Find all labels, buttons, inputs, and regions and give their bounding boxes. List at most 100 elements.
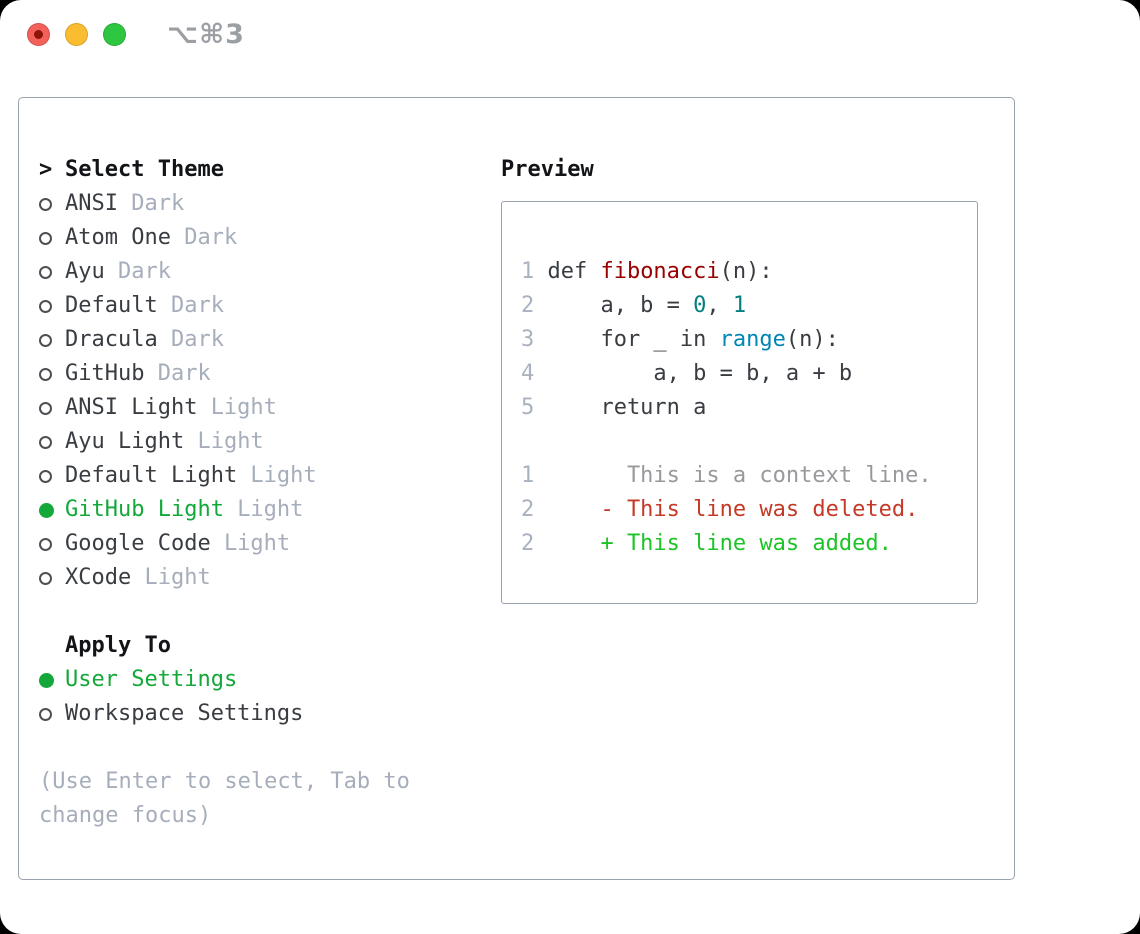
option-label: Default Light [65, 463, 238, 488]
code-token: return a [547, 395, 707, 420]
radio-selected-icon [39, 502, 54, 518]
radio-icon [39, 367, 52, 381]
theme-option-github-light[interactable]: GitHub Light Light [39, 493, 483, 527]
radio-icon [39, 435, 52, 449]
theme-variant-label: Dark [131, 191, 185, 216]
radio-icon [39, 231, 52, 245]
apply-option-user-settings[interactable]: User Settings [39, 663, 483, 697]
minimize-button[interactable] [65, 23, 88, 46]
radio-selected-icon [39, 672, 54, 688]
theme-option-atom-one[interactable]: Atom One Dark [39, 221, 483, 255]
titlebar: ⌥⌘3 [0, 0, 1140, 68]
radio-icon [39, 197, 52, 211]
option-label: User Settings [65, 667, 238, 692]
theme-variant-label: Light [144, 565, 211, 590]
apply-option-workspace-settings[interactable]: Workspace Settings [39, 697, 483, 731]
radio-icon [39, 265, 52, 279]
theme-option-xcode[interactable]: XCode Light [39, 561, 483, 595]
theme-option-google-code[interactable]: Google Code Light [39, 527, 483, 561]
option-label: GitHub Light [65, 497, 224, 522]
radio-marker-col [39, 672, 65, 688]
select-theme-title: Select Theme [65, 157, 224, 182]
option-label: ANSI Light [65, 395, 198, 420]
theme-option-ansi-light[interactable]: ANSI Light Light [39, 391, 483, 425]
option-label: Ayu [65, 259, 105, 284]
hint-line-2: change focus) [39, 803, 212, 828]
code-token: 1 [732, 293, 747, 318]
code-line: 2 - This line was deleted. [521, 493, 977, 527]
close-button[interactable] [27, 23, 50, 46]
code-token: def [547, 259, 601, 284]
option-label: Dracula [65, 327, 158, 352]
select-theme-header: > Select Theme [39, 153, 483, 187]
radio-marker-col [39, 502, 65, 518]
theme-variant-label: Light [197, 429, 264, 454]
option-label: Google Code [65, 531, 211, 556]
option-label: XCode [65, 565, 132, 590]
line-number: 2 [521, 293, 535, 318]
theme-variant-label: Light [223, 531, 291, 556]
line-number: 2 [521, 497, 535, 522]
hint-text: (Use Enter to select, Tab to change focu… [39, 765, 483, 833]
code-token: range [719, 327, 786, 352]
theme-variant-label: Light [237, 497, 304, 522]
code-token: a, b = [547, 293, 694, 318]
radio-marker-col [39, 367, 65, 381]
code-line: 2 + This line was added. [521, 527, 977, 561]
zoom-button[interactable] [103, 23, 126, 46]
radio-marker-col [39, 707, 65, 721]
prompt-icon: > [39, 157, 53, 182]
code-token: - This line was deleted. [547, 497, 919, 522]
code-line: 2 a, b = 0, 1 [521, 289, 977, 323]
option-label: Ayu Light [65, 429, 185, 454]
radio-icon [39, 537, 52, 551]
theme-variant-label: Dark [184, 225, 238, 250]
option-label: GitHub [65, 361, 145, 386]
radio-icon [39, 469, 52, 483]
radio-icon [39, 299, 52, 313]
code-token: This is a context line. [547, 463, 932, 488]
radio-marker-col [39, 265, 65, 279]
line-number: 1 [521, 463, 535, 488]
code-token: a, b = b, a + b [547, 361, 853, 386]
radio-marker-col [39, 537, 65, 551]
theme-option-ayu[interactable]: Ayu Dark [39, 255, 483, 289]
line-number: 1 [521, 259, 535, 284]
radio-marker-col [39, 299, 65, 313]
code-line: 4 a, b = b, a + b [521, 357, 977, 391]
apply-to-header: Apply To [39, 629, 483, 663]
code-token: + This line was added. [547, 531, 892, 556]
theme-option-ansi[interactable]: ANSI Dark [39, 187, 483, 221]
theme-variant-label: Light [250, 463, 317, 488]
option-label: Workspace Settings [65, 701, 304, 726]
line-number: 3 [521, 327, 535, 352]
code-token: (n): [719, 259, 773, 284]
radio-marker-col [39, 197, 65, 211]
theme-variant-label: Light [210, 395, 277, 420]
option-label: Default [65, 293, 158, 318]
line-number: 5 [521, 395, 535, 420]
option-label: ANSI [65, 191, 118, 216]
line-number: 2 [521, 531, 535, 556]
apply-to-title: Apply To [65, 633, 171, 658]
theme-option-default-light[interactable]: Default Light Light [39, 459, 483, 493]
code-line: 1 This is a context line. [521, 459, 977, 493]
theme-option-dracula[interactable]: Dracula Dark [39, 323, 483, 357]
code-line: 3 for _ in range(n): [521, 323, 977, 357]
theme-variant-label: Dark [117, 259, 171, 284]
theme-option-ayu-light[interactable]: Ayu Light Light [39, 425, 483, 459]
option-label: Atom One [65, 225, 171, 250]
radio-icon [39, 401, 52, 415]
radio-marker-col [39, 571, 65, 585]
theme-variant-label: Dark [170, 327, 224, 352]
radio-marker-col [39, 469, 65, 483]
